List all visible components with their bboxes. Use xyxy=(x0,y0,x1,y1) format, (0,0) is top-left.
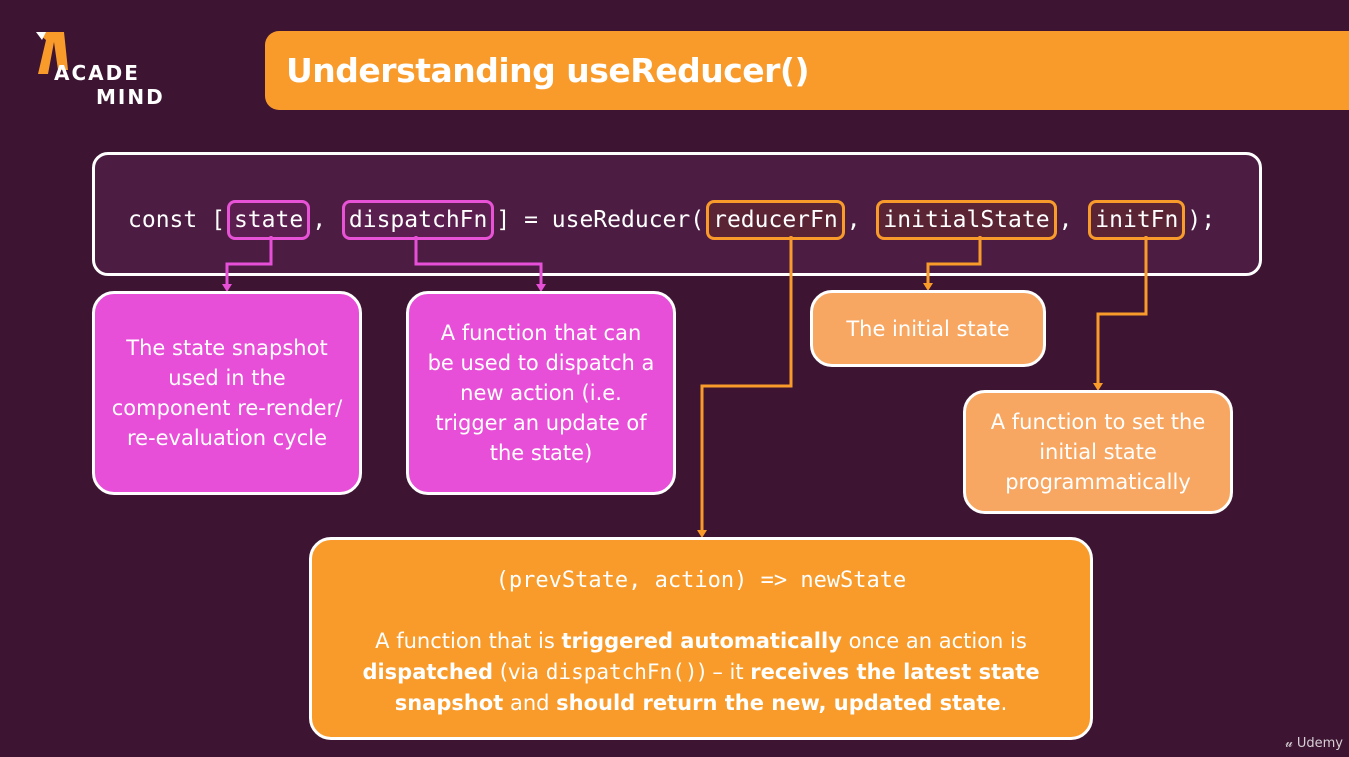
connector-state xyxy=(225,236,273,286)
code-initial-state-token: initialState xyxy=(876,200,1057,240)
udemy-logo-icon: 𝓊 xyxy=(1285,736,1297,751)
arrowhead-icon xyxy=(697,530,707,538)
arrowhead-icon xyxy=(222,284,232,292)
reducer-desc-code: dispatchFn() xyxy=(545,660,698,684)
logo-text-line1: ACADE xyxy=(54,61,140,85)
init-fn-description: A function to set the initial state prog… xyxy=(990,410,1206,494)
code-suffix: ); xyxy=(1187,207,1216,233)
arrowhead-icon xyxy=(536,284,546,292)
reducer-desc-text: ) – it xyxy=(697,660,751,684)
connector-init-fn xyxy=(1096,236,1148,385)
code-prefix: const [ xyxy=(128,207,225,233)
dispatch-description: A function that can be used to dispatch … xyxy=(427,321,655,465)
initial-state-description: The initial state xyxy=(846,316,1010,341)
title-bar: Understanding useReducer() xyxy=(265,31,1349,110)
reducer-desc-bold: dispatched xyxy=(362,660,494,684)
reducer-desc-text: . xyxy=(1000,691,1008,715)
code-line: const [state, dispatchFn] = useReducer(r… xyxy=(128,200,1215,240)
slide-title: Understanding useReducer() xyxy=(286,51,810,90)
connector-initial-state xyxy=(926,236,982,285)
reducer-desc-bold: should return the new, updated state xyxy=(556,691,1001,715)
dispatch-description-box: A function that can be used to dispatch … xyxy=(406,291,676,495)
reducer-desc-text: A function that is xyxy=(375,629,562,653)
academind-logo: ACADE MIND xyxy=(34,30,184,120)
init-fn-description-box: A function to set the initial state prog… xyxy=(963,390,1233,514)
reducer-desc-text: (via xyxy=(493,660,546,684)
state-description-box: The state snapshot used in the component… xyxy=(92,291,362,495)
code-dispatch-token: dispatchFn xyxy=(341,200,495,240)
arrowhead-icon xyxy=(1093,383,1103,391)
udemy-watermark: 𝓊 Udemy xyxy=(1285,736,1343,751)
reducer-signature: (prevState, action) => newState xyxy=(495,568,907,593)
reducer-desc-text: once an action is xyxy=(841,629,1027,653)
initial-state-description-box: The initial state xyxy=(810,290,1046,367)
reducer-desc-bold: receives the latest state snapshot xyxy=(394,660,1040,715)
logo-mark-icon xyxy=(36,32,68,74)
connector-dispatch xyxy=(414,236,543,286)
code-init-fn-token: initFn xyxy=(1088,200,1186,240)
logo-text-line2: MIND xyxy=(96,85,165,109)
reducer-desc-text: and xyxy=(503,691,557,715)
reducer-description: A function that is triggered automatical… xyxy=(332,626,1070,719)
code-comma: , xyxy=(846,207,875,233)
code-reducer-token: reducerFn xyxy=(706,200,845,240)
code-state-token: state xyxy=(226,200,311,240)
reducer-desc-bold: triggered automatically xyxy=(561,629,842,653)
reducer-description-box: (prevState, action) => newState A functi… xyxy=(309,537,1093,740)
connector-reducer xyxy=(700,236,793,532)
arrowhead-icon xyxy=(923,283,933,291)
code-middle: ] = useReducer( xyxy=(496,207,705,233)
code-comma: , xyxy=(1058,207,1087,233)
code-comma: , xyxy=(312,207,340,233)
watermark-text: Udemy xyxy=(1296,736,1343,751)
state-description: The state snapshot used in the component… xyxy=(111,336,343,450)
